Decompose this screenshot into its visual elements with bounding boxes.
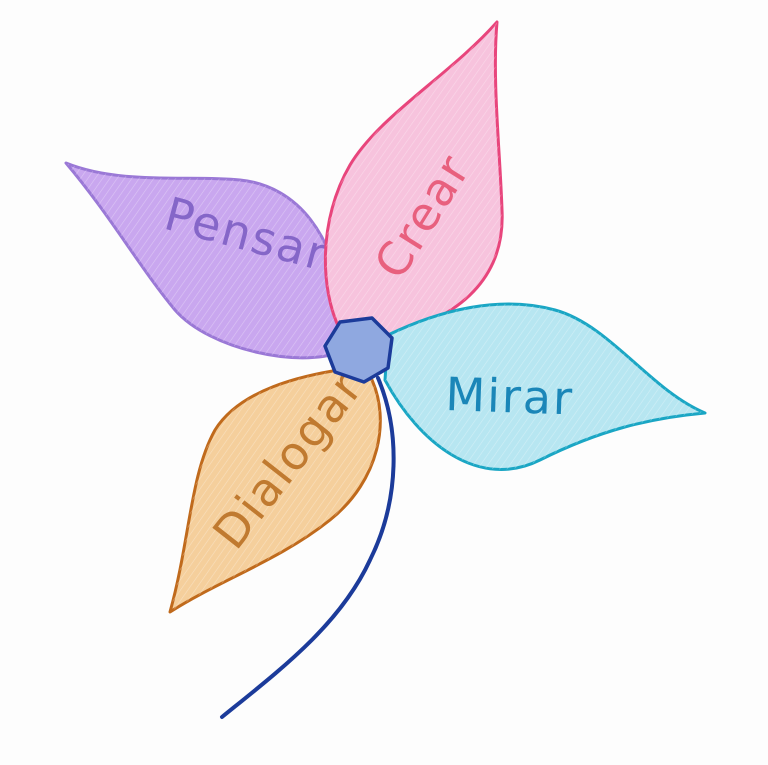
stem <box>220 376 396 719</box>
petal-label-mirar: Mirar <box>445 367 575 425</box>
petal-crear: Crear <box>323 20 504 337</box>
petal-mirar: Mirar <box>383 302 707 471</box>
flower-center <box>323 316 394 384</box>
petal-dialogar: Dialogar <box>168 360 382 614</box>
petal-pensar: Pensar <box>64 161 342 360</box>
